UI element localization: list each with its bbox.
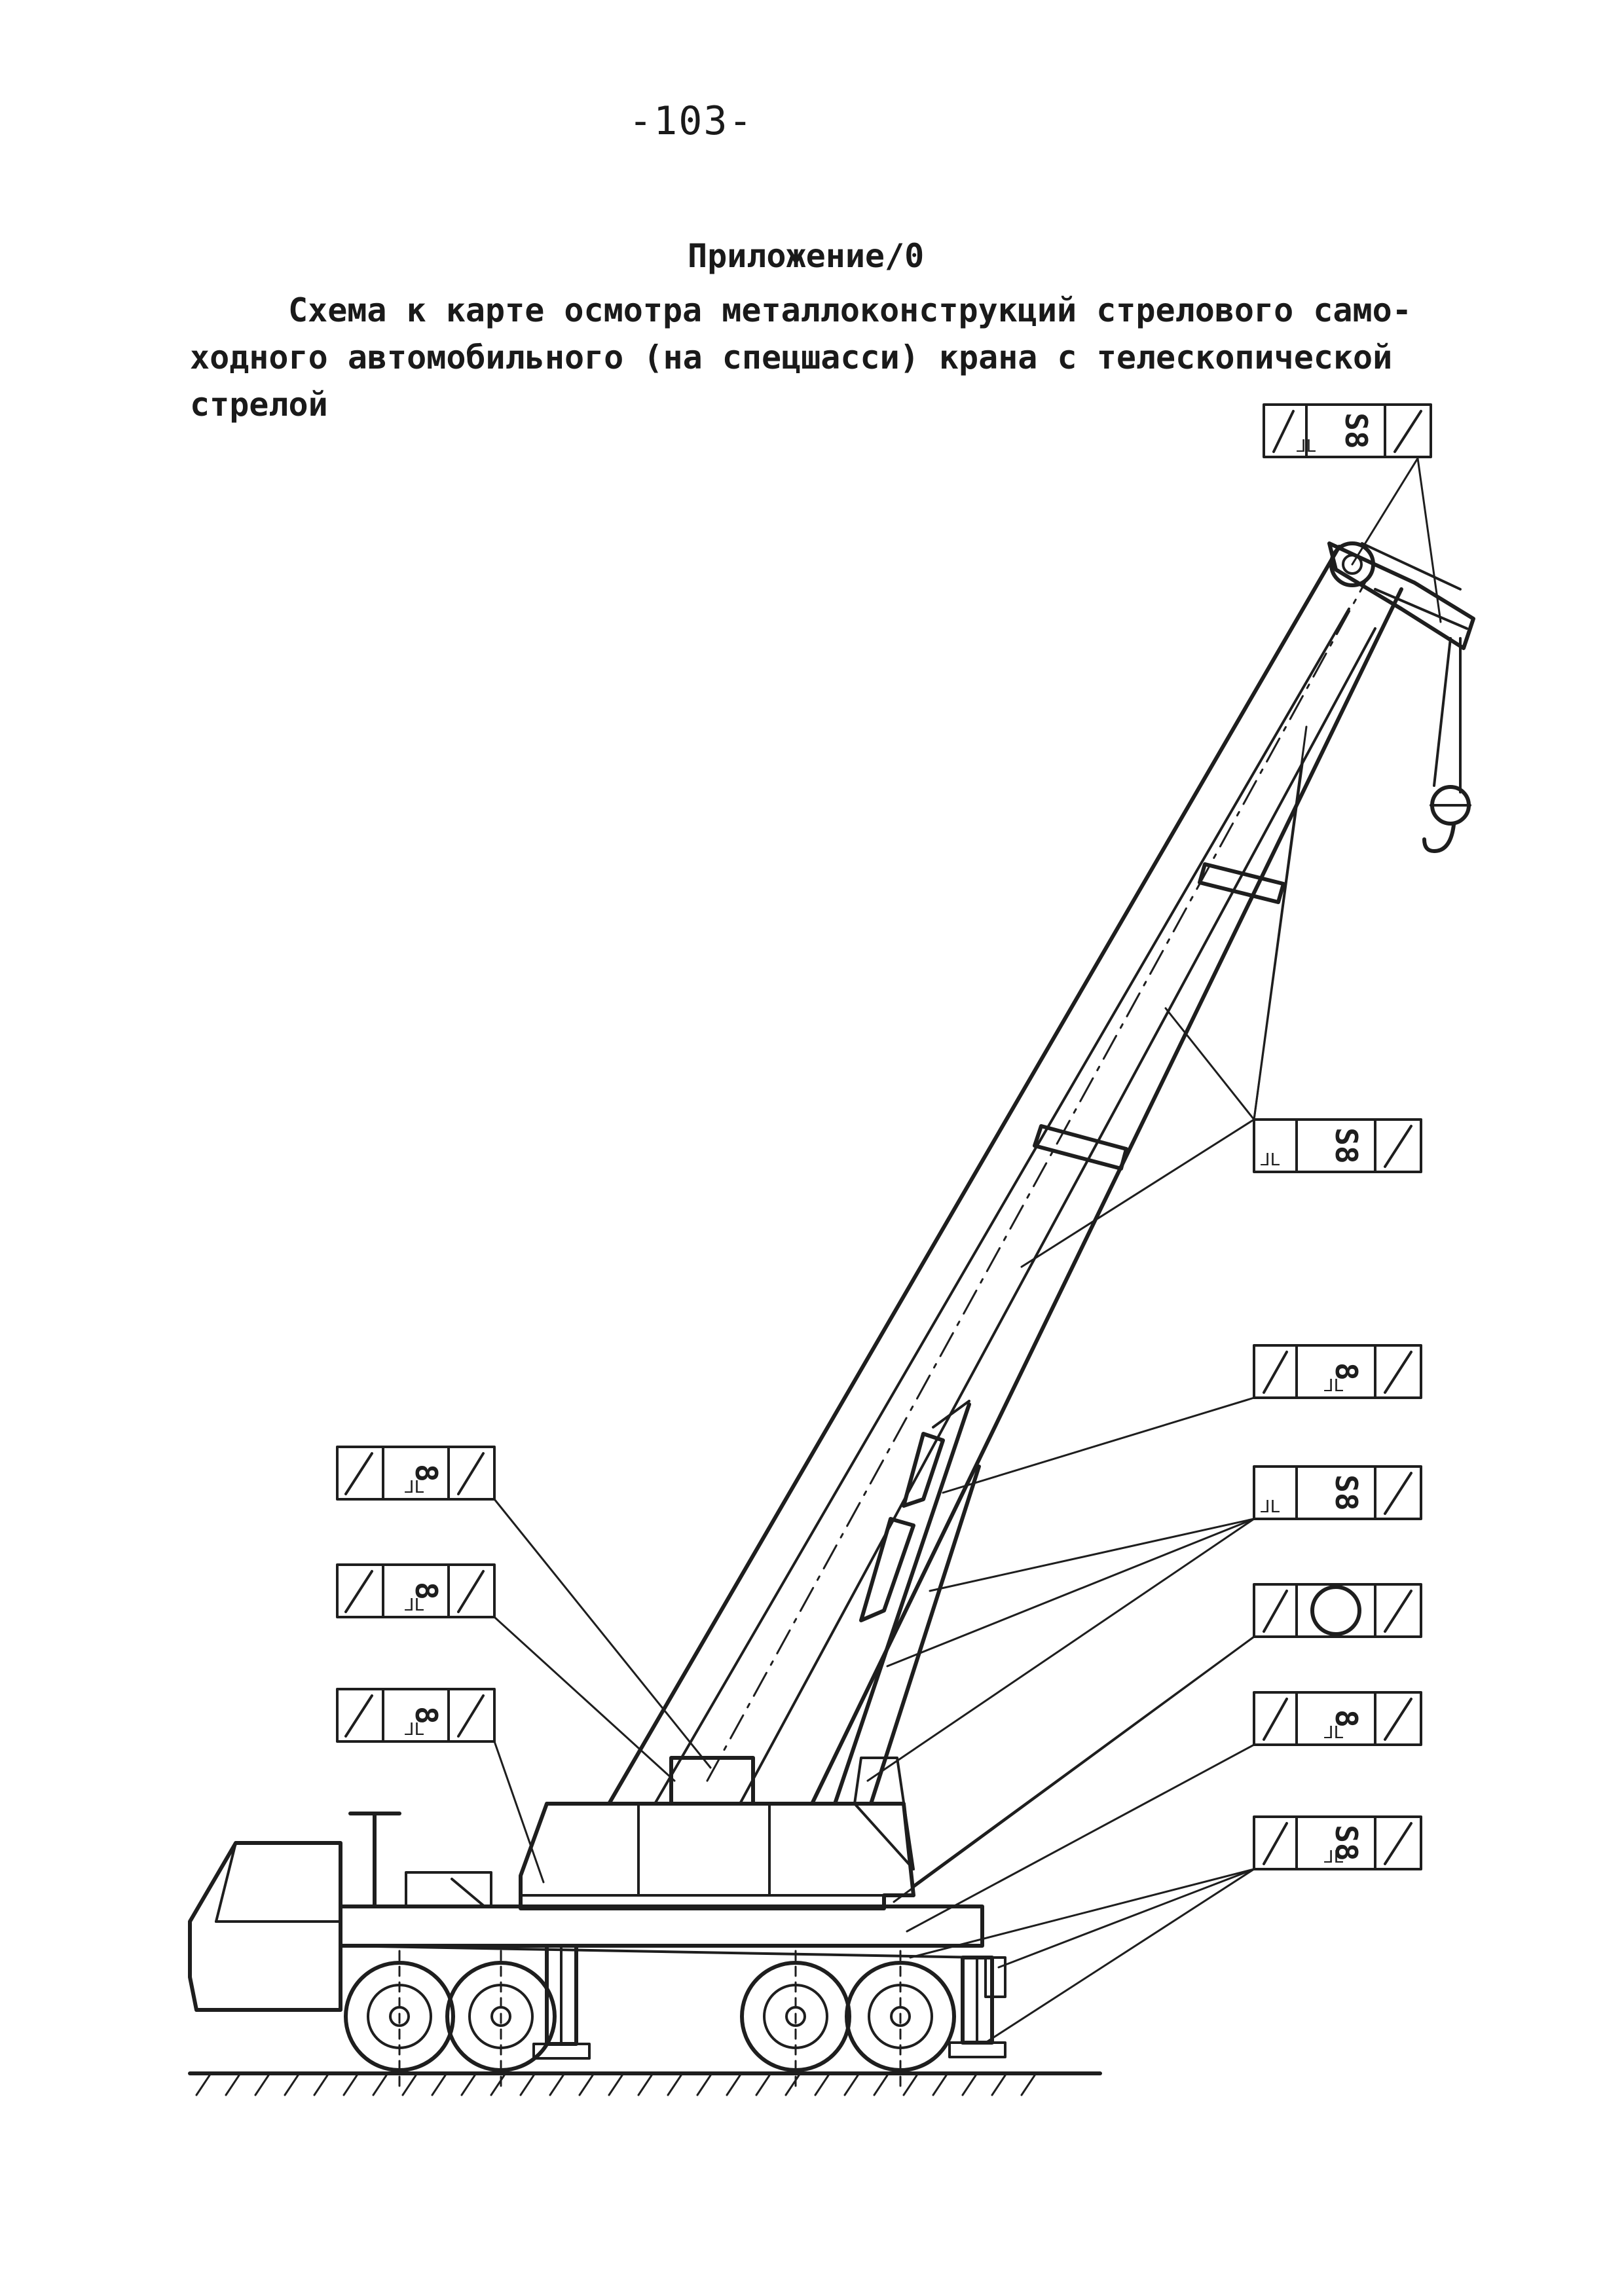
- svg-text:⅃L: ⅃L: [405, 1720, 424, 1740]
- weld-box-5: [1253, 1583, 1422, 1638]
- page-number: -103-: [629, 98, 754, 144]
- appendix-label: Приложение/0: [688, 237, 925, 275]
- caption: Схема к карте осмотра металлоконструкций…: [190, 287, 1447, 428]
- svg-text:⅃L: ⅃L: [1324, 1723, 1344, 1743]
- weld-box-7: S8 ⅃L: [1253, 1815, 1422, 1870]
- weld-symbol-icon: 8: [1329, 1362, 1364, 1381]
- weld-box-left-3: 8 ⅃L: [336, 1688, 496, 1743]
- weld-box-left-2: 8 ⅃L: [336, 1563, 496, 1618]
- weld-symbol-icon: S8: [1329, 1474, 1364, 1510]
- leader-lines: [493, 457, 1442, 2044]
- svg-text:⅃L: ⅃L: [1324, 1848, 1344, 1867]
- caption-line-2: ходного автомобильного (на спецшасси) кр…: [190, 338, 1393, 376]
- svg-text:⅃L: ⅃L: [405, 1595, 424, 1615]
- weld-box-4: S8 ⅃L: [1253, 1465, 1422, 1520]
- pin-circle-icon: [1329, 541, 1375, 587]
- weld-symbol-icon: 8: [1329, 1709, 1364, 1728]
- wheels: [344, 1950, 956, 2090]
- telescopic-boom: [607, 541, 1475, 1806]
- svg-text:⅃L: ⅃L: [405, 1478, 424, 1497]
- svg-text:⅃L: ⅃L: [1261, 1150, 1280, 1170]
- weld-box-3: 8 ⅃L: [1253, 1344, 1422, 1399]
- weld-box-top: S8 ⅃L: [1263, 403, 1432, 458]
- svg-text:⅃L: ⅃L: [1297, 437, 1316, 456]
- svg-text:⅃L: ⅃L: [1324, 1376, 1344, 1396]
- caption-line-3: стрелой: [190, 386, 328, 424]
- outriggers: [532, 1944, 1006, 2060]
- weld-symbol-icon: S8: [1329, 1127, 1364, 1163]
- luffing-cylinder: [833, 1400, 981, 1806]
- weld-box-6: 8 ⅃L: [1253, 1691, 1422, 1746]
- weld-symbol-icon: 8: [409, 1706, 444, 1724]
- ground: [188, 2071, 1102, 2096]
- turntable: [519, 1756, 915, 1910]
- svg-text:⅃L: ⅃L: [1261, 1497, 1280, 1517]
- truck-chassis: [188, 1812, 984, 2012]
- weld-box-2: S8 ⅃L: [1253, 1118, 1422, 1173]
- pin-circle-icon: [1310, 1585, 1361, 1636]
- weld-symbol-icon: 8: [409, 1464, 444, 1482]
- weld-symbol-icon: S8: [1338, 412, 1374, 448]
- caption-line-1: Схема к карте осмотра металлоконструкций…: [288, 291, 1412, 329]
- weld-box-left-1: 8 ⅃L: [336, 1446, 496, 1501]
- weld-symbol-icon: S8: [1329, 1825, 1364, 1861]
- weld-symbol-icon: 8: [409, 1582, 444, 1600]
